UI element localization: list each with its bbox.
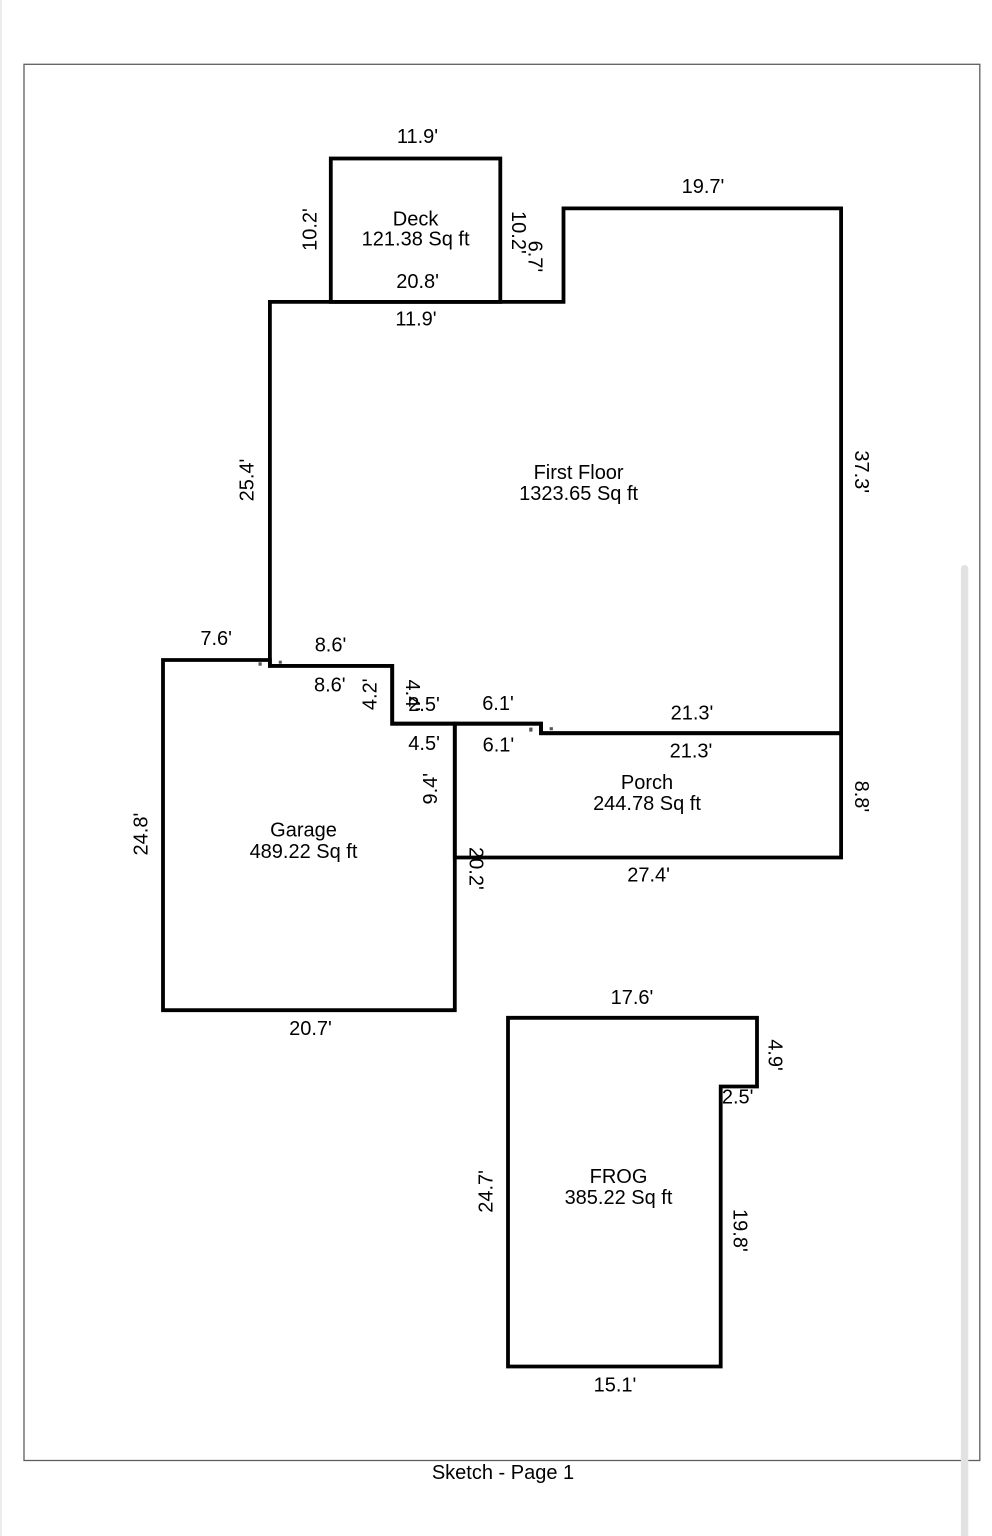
- svg-text:489.22 Sq ft: 489.22 Sq ft: [250, 841, 358, 863]
- svg-text:8.6': 8.6': [315, 635, 347, 657]
- svg-text:6.1': 6.1': [483, 735, 515, 757]
- svg-text:21.3': 21.3': [671, 702, 714, 724]
- svg-text:7.6': 7.6': [200, 628, 232, 650]
- svg-text:4.4': 4.4': [401, 679, 423, 711]
- svg-text:244.78 Sq ft: 244.78 Sq ft: [593, 793, 701, 815]
- svg-text:24.8': 24.8': [131, 813, 153, 856]
- svg-text:Garage: Garage: [270, 820, 337, 842]
- svg-text:24.7': 24.7': [476, 1170, 498, 1213]
- svg-text:11.9': 11.9': [395, 308, 436, 330]
- svg-text:19.7': 19.7': [682, 176, 725, 198]
- svg-text:17.6': 17.6': [611, 987, 654, 1009]
- svg-text:Deck: Deck: [393, 209, 440, 231]
- svg-text:385.22 Sq ft: 385.22 Sq ft: [565, 1187, 673, 1209]
- svg-text:27.4': 27.4': [627, 865, 670, 887]
- svg-text:Porch: Porch: [621, 772, 673, 794]
- svg-text:11.9': 11.9': [397, 126, 438, 148]
- svg-text:4.5': 4.5': [408, 733, 440, 755]
- svg-text:37.3': 37.3': [850, 450, 872, 493]
- svg-text:Sketch - Page 1: Sketch - Page 1: [432, 1462, 574, 1484]
- svg-text:9.4': 9.4': [420, 773, 442, 805]
- svg-text:2.5': 2.5': [408, 694, 440, 716]
- svg-text:1323.65 Sq ft: 1323.65 Sq ft: [519, 483, 638, 505]
- svg-text:2.5': 2.5': [722, 1087, 754, 1109]
- svg-text:20.2': 20.2': [465, 847, 487, 890]
- svg-text:19.8': 19.8': [729, 1209, 751, 1252]
- svg-text:8.8': 8.8': [850, 781, 872, 813]
- svg-text:20.8': 20.8': [396, 271, 439, 293]
- svg-text:6.1': 6.1': [482, 693, 514, 715]
- svg-text:21.3': 21.3': [670, 740, 713, 762]
- svg-text:First Floor: First Floor: [534, 462, 624, 484]
- svg-text:121.38 Sq ft: 121.38 Sq ft: [362, 229, 470, 251]
- svg-text:FROG: FROG: [590, 1166, 648, 1188]
- svg-text:10.2': 10.2': [300, 208, 322, 251]
- svg-text:20.7': 20.7': [289, 1018, 332, 1040]
- svg-text:4.2': 4.2': [360, 678, 382, 710]
- svg-text:8.6': 8.6': [314, 675, 346, 697]
- svg-text:4.9': 4.9': [764, 1039, 786, 1071]
- svg-text:25.4': 25.4': [236, 459, 258, 502]
- svg-text:10.2': 10.2': [507, 211, 529, 254]
- svg-text:15.1': 15.1': [594, 1374, 637, 1396]
- svg-text:6.7': 6.7': [524, 241, 546, 273]
